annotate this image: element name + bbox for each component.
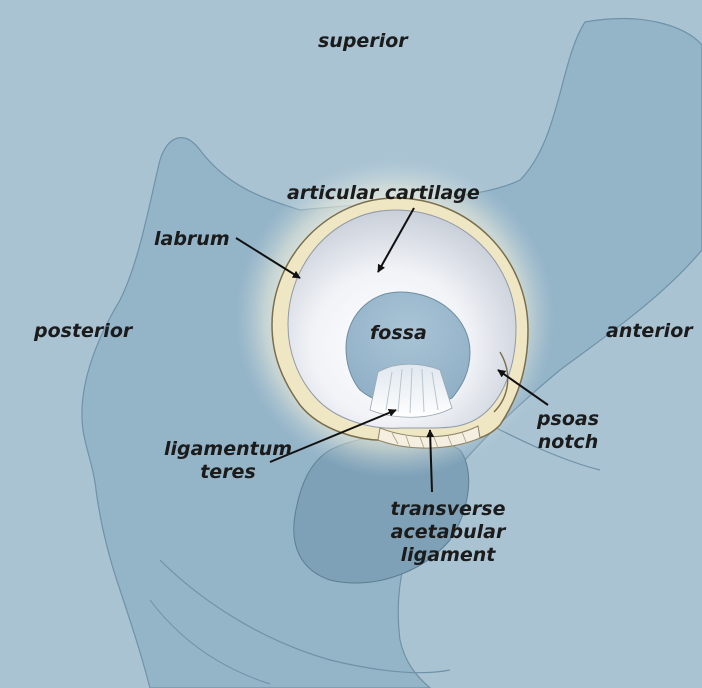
label-posterior: posterior: [34, 320, 132, 343]
label-ligamentum-teres-line2: teres: [158, 461, 298, 484]
label-transverse-line3: ligament: [378, 544, 518, 567]
label-psoas-notch-line1: psoas: [528, 408, 608, 431]
label-fossa: fossa: [370, 322, 427, 345]
label-ligamentum-teres: ligamentum teres: [158, 438, 298, 484]
label-transverse-line2: acetabular: [378, 521, 518, 544]
label-transverse-acetabular-ligament: transverse acetabular ligament: [378, 498, 518, 567]
label-psoas-notch-line2: notch: [528, 431, 608, 454]
label-transverse-line1: transverse: [378, 498, 518, 521]
label-labrum: labrum: [154, 228, 230, 251]
label-superior: superior: [318, 30, 408, 53]
label-anterior: anterior: [606, 320, 693, 343]
label-ligamentum-teres-line1: ligamentum: [158, 438, 298, 461]
label-articular-cartilage: articular cartilage: [287, 182, 480, 205]
label-psoas-notch: psoas notch: [528, 408, 608, 454]
